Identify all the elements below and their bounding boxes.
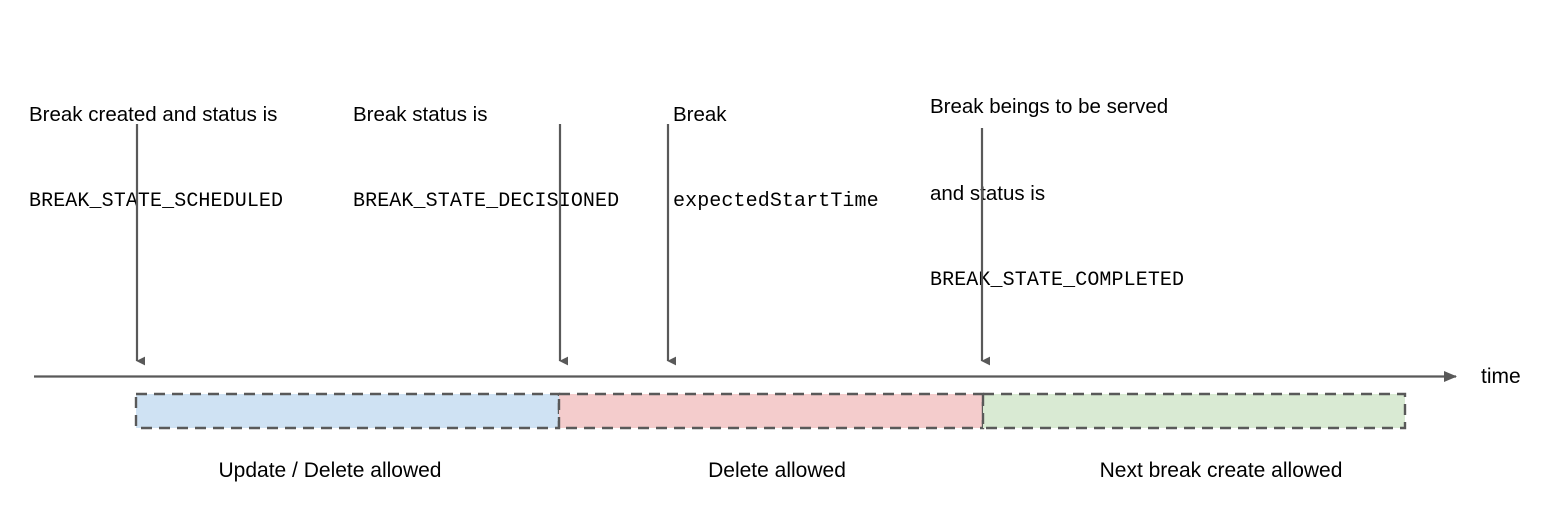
annotation-break-expected-start-time: Break expectedStartTime bbox=[673, 42, 879, 274]
annotation-line-2: expectedStartTime bbox=[673, 190, 879, 213]
annotation-line-1: Break beings to be served bbox=[930, 95, 1169, 118]
phase-bar-next-break-create-allowed bbox=[981, 392, 1407, 430]
annotation-break-decisioned: Break status is BREAK_STATE_DECISIONED bbox=[353, 42, 619, 274]
annotation-line-2: BREAK_STATE_SCHEDULED bbox=[29, 190, 284, 213]
annotation-break-completed: Break beings to be served and status is … bbox=[930, 34, 1184, 353]
phase-caption-update-delete-allowed: Update / Delete allowed bbox=[218, 459, 442, 482]
phase-bar-delete-allowed bbox=[557, 392, 985, 430]
phase-bar-update-delete-allowed bbox=[134, 392, 561, 430]
annotation-break-created-scheduled: Break created and status is BREAK_STATE_… bbox=[29, 42, 283, 274]
annotation-line-3: BREAK_STATE_COMPLETED bbox=[930, 269, 1185, 292]
annotation-line-1: Break status is bbox=[353, 103, 488, 126]
annotation-line-1: Break created and status is bbox=[29, 103, 278, 126]
annotation-line-1: Break bbox=[673, 103, 727, 126]
time-axis-label: time bbox=[1481, 365, 1521, 388]
phase-caption-next-break-create-allowed: Next break create allowed bbox=[1099, 459, 1343, 482]
annotation-line-2: and status is bbox=[930, 182, 1046, 205]
annotation-line-2: BREAK_STATE_DECISIONED bbox=[353, 190, 620, 213]
phase-caption-delete-allowed: Delete allowed bbox=[708, 459, 846, 482]
